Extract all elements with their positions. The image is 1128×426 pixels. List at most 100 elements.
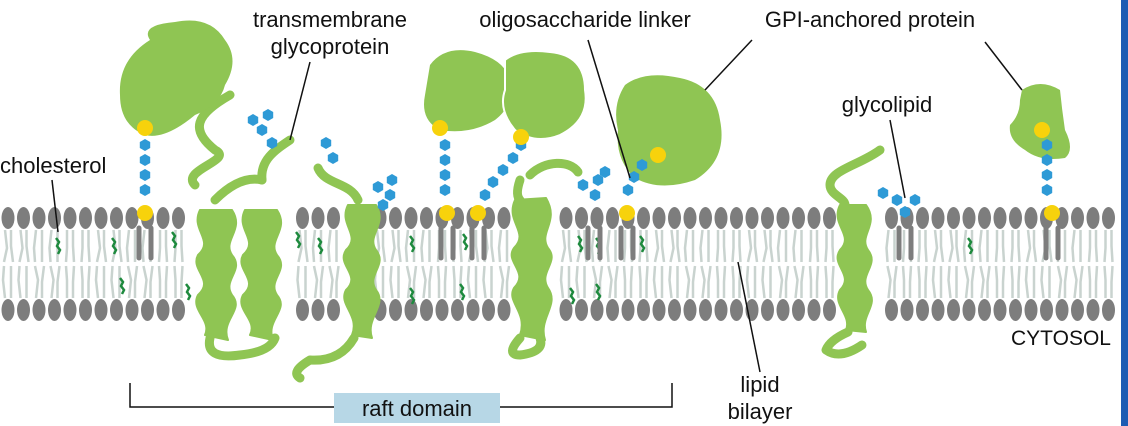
lipid-tail bbox=[125, 229, 139, 299]
lipid-head bbox=[590, 207, 604, 229]
lipid-head bbox=[404, 207, 418, 229]
lipid-tail bbox=[482, 229, 495, 299]
lipid-head bbox=[885, 207, 898, 229]
cholesterol-icon bbox=[171, 231, 178, 249]
lipid-head bbox=[807, 207, 821, 229]
lipid-tail bbox=[917, 230, 928, 298]
raft-bracket bbox=[129, 383, 673, 408]
lipid-head bbox=[156, 299, 170, 321]
lipid-head bbox=[606, 207, 619, 229]
lipid-tail bbox=[885, 229, 898, 299]
lipid-tail bbox=[931, 229, 945, 299]
lipid-head bbox=[389, 299, 402, 321]
lipid-head bbox=[962, 299, 976, 321]
label-cholesterol: cholesterol bbox=[0, 153, 106, 178]
lipid-tail bbox=[699, 229, 712, 299]
lipid-head bbox=[327, 207, 340, 229]
lipid-tail bbox=[173, 230, 184, 298]
lipid-tail bbox=[994, 230, 1006, 298]
lipid-head bbox=[978, 207, 991, 229]
label-transmembrane-line2: glycoprotein bbox=[271, 34, 390, 59]
lipid-head bbox=[63, 299, 77, 321]
raft-label-box bbox=[334, 393, 500, 423]
cholesterol-icon bbox=[639, 235, 646, 253]
lipid-head bbox=[761, 299, 774, 321]
leader-lines bbox=[51, 39, 1023, 373]
cholesterol-molecules bbox=[55, 231, 974, 305]
lipid-tail bbox=[638, 230, 649, 298]
lipid-head bbox=[17, 299, 30, 321]
lipid-head bbox=[916, 207, 929, 229]
lipid-head bbox=[714, 299, 728, 321]
lipid-head bbox=[451, 299, 464, 321]
cholesterol-icon bbox=[577, 235, 584, 253]
lipid-head bbox=[652, 207, 666, 229]
lipid-head bbox=[79, 207, 92, 229]
lipid-head bbox=[900, 299, 914, 321]
lipid-head bbox=[621, 299, 635, 321]
lipid-tail bbox=[776, 229, 790, 299]
lipid-tail bbox=[1, 229, 15, 299]
lipid-head bbox=[885, 299, 898, 321]
lipid-head bbox=[172, 299, 185, 321]
lipid-head bbox=[389, 207, 402, 229]
lipid-head bbox=[993, 207, 1007, 229]
oligosaccharide-chains bbox=[139, 109, 1053, 218]
lipid-head bbox=[420, 207, 433, 229]
lipid-tail bbox=[947, 229, 960, 299]
lipid-head bbox=[1, 207, 15, 229]
lipid-head bbox=[792, 299, 805, 321]
cholesterol-icon bbox=[295, 231, 302, 249]
cholesterol-icon bbox=[111, 237, 118, 255]
lipid-tail bbox=[1024, 229, 1038, 299]
lipid-tail bbox=[761, 229, 774, 299]
lipid-head bbox=[420, 299, 433, 321]
lipid-head bbox=[637, 207, 650, 229]
cholesterol-icon bbox=[119, 277, 126, 295]
raft-protein-a bbox=[424, 50, 511, 132]
lipid-tail bbox=[683, 229, 697, 299]
lipid-tail bbox=[327, 229, 340, 299]
lipid-head bbox=[1024, 299, 1038, 321]
transmembrane-protein-4 bbox=[821, 145, 885, 359]
lipid-head bbox=[466, 299, 480, 321]
lipid-tail bbox=[497, 229, 511, 299]
lipid-head bbox=[311, 299, 325, 321]
lipid-tail bbox=[652, 229, 666, 299]
lipid-head bbox=[1086, 299, 1100, 321]
lipid-head bbox=[48, 299, 61, 321]
lipid-tail bbox=[420, 229, 433, 299]
label-lipid-line2: bilayer bbox=[728, 399, 793, 424]
lipid-tail bbox=[962, 229, 976, 299]
lipid-head bbox=[110, 299, 123, 321]
lipid-head bbox=[823, 207, 836, 229]
transmembrane-protein-1 bbox=[187, 90, 295, 361]
label-oligosaccharide-linker: oligosaccharide linker bbox=[479, 7, 691, 32]
lipid-head bbox=[931, 207, 945, 229]
lipid-tail bbox=[1071, 229, 1084, 299]
lipid-tail bbox=[824, 230, 835, 298]
lipid-head bbox=[699, 207, 712, 229]
lipid-head bbox=[978, 299, 991, 321]
lipid-head bbox=[1055, 299, 1069, 321]
lipid-head bbox=[125, 299, 139, 321]
lipid-tail bbox=[715, 230, 727, 298]
lipid-head bbox=[296, 299, 309, 321]
gpi-protein-left bbox=[119, 20, 233, 136]
lipid-head bbox=[497, 207, 511, 229]
cholesterol-icon bbox=[595, 283, 602, 301]
lipid-head bbox=[714, 207, 728, 229]
lipid-head bbox=[575, 207, 588, 229]
lipid-head bbox=[32, 299, 46, 321]
lipid-tail bbox=[1010, 230, 1021, 298]
lipid-head bbox=[730, 299, 743, 321]
lipid-head bbox=[1009, 207, 1022, 229]
lipid-tail bbox=[311, 229, 325, 299]
lipid-tail bbox=[1087, 230, 1099, 298]
label-cytosol: CYTOSOL bbox=[1011, 327, 1111, 350]
cholesterol-icon bbox=[459, 283, 466, 301]
anchor-lipids bbox=[136, 225, 1061, 261]
lipid-head bbox=[63, 207, 77, 229]
lipid-head bbox=[1040, 299, 1053, 321]
